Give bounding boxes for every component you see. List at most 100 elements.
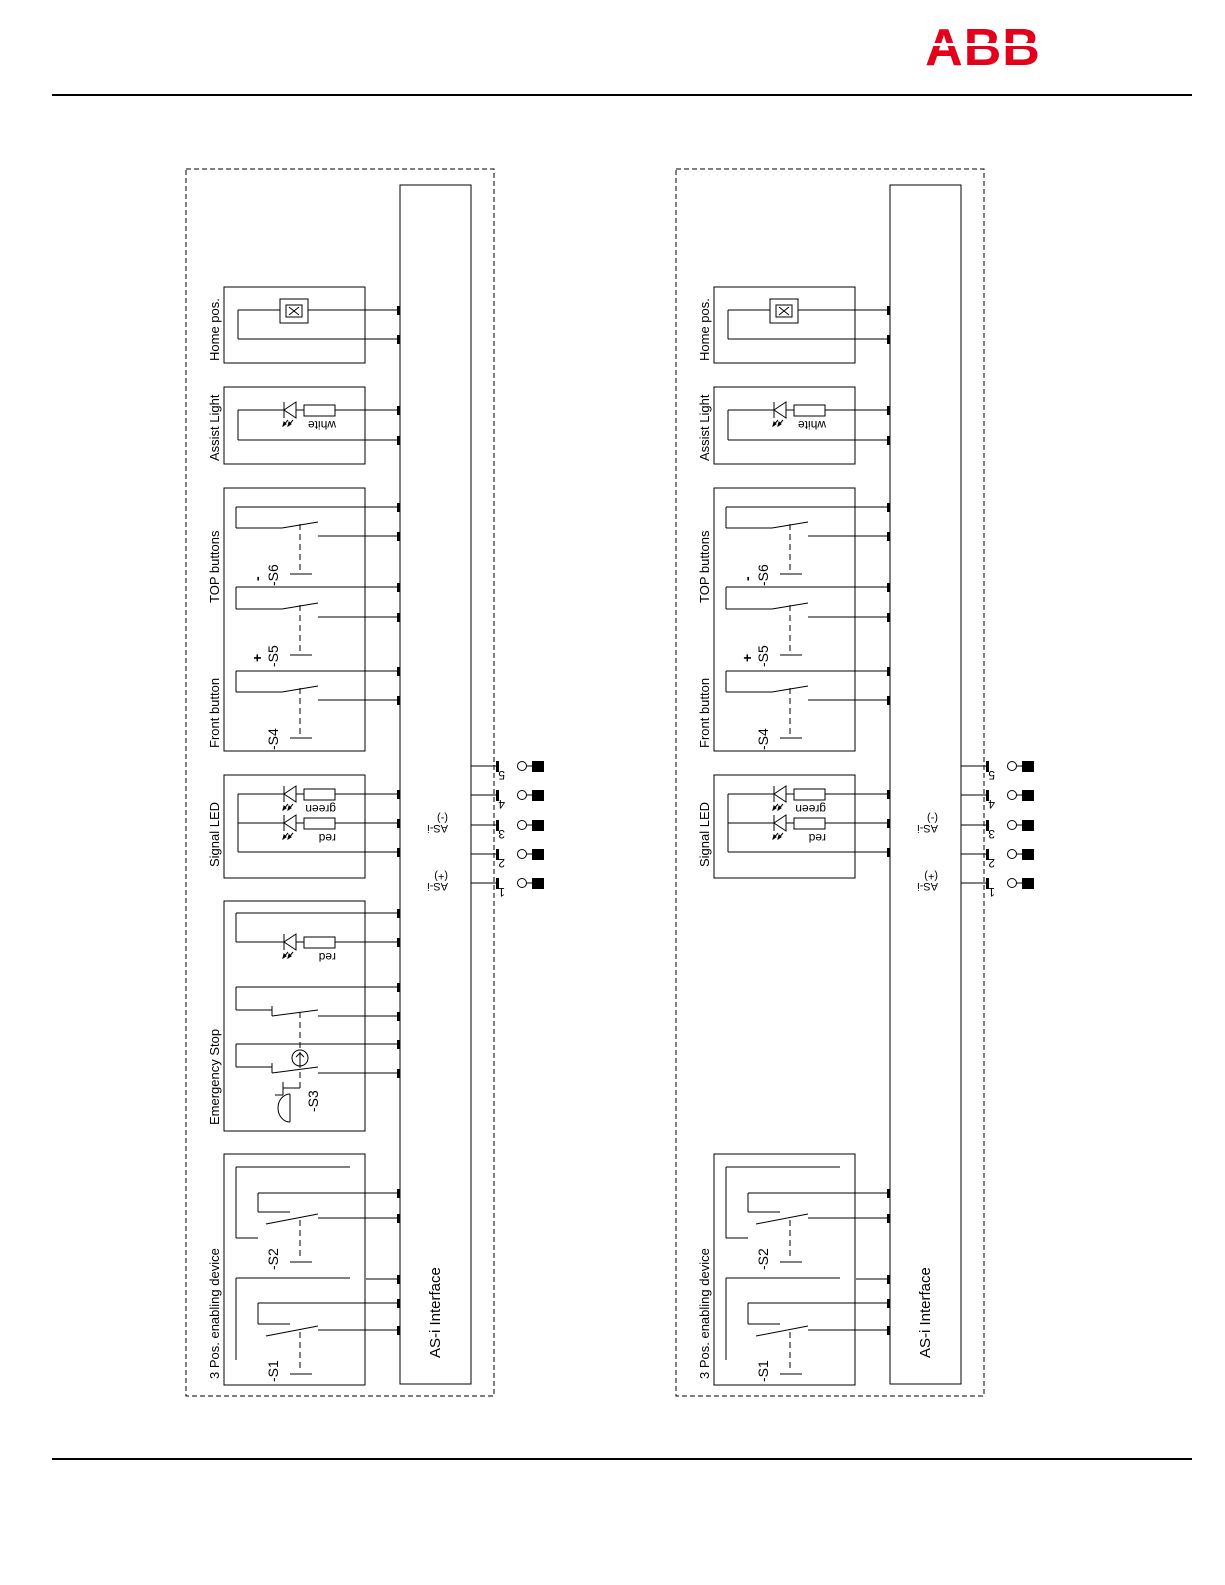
led-ray-head: [282, 834, 287, 841]
terminal-mark: [397, 790, 400, 799]
terminal-mark: [397, 532, 400, 541]
terminal-mark: [397, 1275, 400, 1284]
led-ray-head: [772, 834, 777, 841]
latch-circle: [291, 1049, 309, 1067]
pin-plug: [1022, 820, 1034, 831]
enabling-device-label: 3 Pos. enabling device: [207, 1248, 222, 1379]
resistor-symbol: [303, 788, 336, 801]
terminal-mark: [397, 306, 400, 315]
enabling-device-box: [223, 1153, 366, 1386]
contact-blade: [271, 1009, 319, 1017]
s5-label: -S5: [265, 645, 281, 667]
home-pos-box: [223, 286, 366, 364]
assist-light-label: Assist Light: [207, 394, 222, 461]
terminal-mark: [887, 583, 890, 592]
led-symbol: [773, 814, 787, 832]
led-symbol: [283, 785, 297, 803]
pin-number: 1: [988, 885, 995, 899]
led-ray-head: [772, 805, 777, 812]
pin-socket: [517, 761, 527, 771]
s5-label: -S5: [755, 645, 771, 667]
s4-label: -S4: [755, 728, 771, 750]
home-pos-label: Home pos.: [697, 298, 712, 361]
pin-socket: [1007, 761, 1017, 771]
module-boundary: [185, 168, 495, 1397]
terminal-mark: [397, 696, 400, 705]
pin-number: 3: [988, 827, 995, 841]
pin-socket: [1007, 820, 1017, 830]
asi-plus-sign: (+): [434, 870, 448, 882]
footer-rule: [52, 1458, 1192, 1460]
terminal-mark: [397, 1299, 400, 1308]
terminal-mark: [397, 848, 400, 857]
asi-plus-text: AS-i: [427, 880, 448, 892]
pin-mark: [986, 790, 989, 801]
s5-sign: +: [739, 654, 755, 662]
signal-led-box: [223, 774, 366, 879]
pin-plug: [1022, 790, 1034, 801]
position-switch-symbol: [769, 298, 799, 324]
led-ray-head: [287, 834, 292, 841]
led-ray-head: [287, 953, 292, 960]
terminal-mark: [397, 613, 400, 622]
terminal-mark: [397, 335, 400, 344]
abb-logo: ABB: [918, 20, 1048, 70]
white-label: white: [798, 418, 827, 432]
terminal-mark: [887, 335, 890, 344]
led-symbol: [283, 401, 297, 419]
pin-mark: [496, 761, 499, 772]
terminal-mark: [887, 1189, 890, 1198]
assist-light-label: Assist Light: [697, 394, 712, 461]
led-ray-head: [777, 421, 782, 428]
pin-mark: [986, 761, 989, 772]
pin-socket: [517, 820, 527, 830]
terminal-mark: [397, 1069, 400, 1078]
pin-number: 5: [498, 768, 505, 782]
module-boundary: [675, 168, 985, 1397]
pin-plug: [1022, 849, 1034, 860]
emergency-stop-label: Emergency Stop: [207, 1029, 222, 1125]
terminal-mark: [887, 436, 890, 445]
asi-interface-box: [399, 184, 472, 1385]
asi-minus-text: AS-i: [917, 822, 938, 834]
enabling-device-box: [713, 1153, 856, 1386]
red-label: red: [319, 950, 336, 964]
resistor-symbol: [793, 404, 826, 417]
white-label: white: [308, 418, 337, 432]
pin-mark: [986, 849, 989, 860]
pin-plug: [532, 878, 544, 889]
terminal-mark: [397, 503, 400, 512]
asi-plus-sign: (+): [924, 870, 938, 882]
top-buttons-label: TOP buttons: [207, 530, 222, 603]
mushroom-head: [277, 1093, 291, 1123]
buttons-box: [713, 487, 856, 752]
led-ray-head: [282, 421, 287, 428]
resistor-symbol: [303, 936, 336, 949]
position-switch-symbol: [279, 298, 309, 324]
pin-number: 4: [988, 797, 995, 811]
pin-mark: [986, 820, 989, 831]
terminal-mark: [887, 1214, 890, 1223]
red-label: red: [319, 831, 336, 845]
contact-blade: [265, 1325, 319, 1337]
pin-socket: [1007, 878, 1017, 888]
resistor-symbol: [793, 817, 826, 830]
s2-label: -S2: [755, 1248, 771, 1270]
terminal-mark: [887, 406, 890, 415]
signal-led-label: Signal LED: [697, 802, 712, 867]
terminal-mark: [397, 1012, 400, 1021]
s6-label: -S6: [265, 564, 281, 586]
signal-led-box: [713, 774, 856, 879]
top-buttons-label: TOP buttons: [697, 530, 712, 603]
asi-plus-text: AS-i: [917, 880, 938, 892]
assist-light-box: [713, 386, 856, 465]
s2-label: -S2: [265, 1248, 281, 1270]
asi-interface-box: [889, 184, 962, 1385]
resistor-symbol: [303, 817, 336, 830]
home-pos-box: [713, 286, 856, 364]
wire: [295, 1052, 301, 1058]
contact-blade: [265, 1213, 319, 1225]
red-label: red: [809, 831, 826, 845]
pin-plug: [532, 820, 544, 831]
